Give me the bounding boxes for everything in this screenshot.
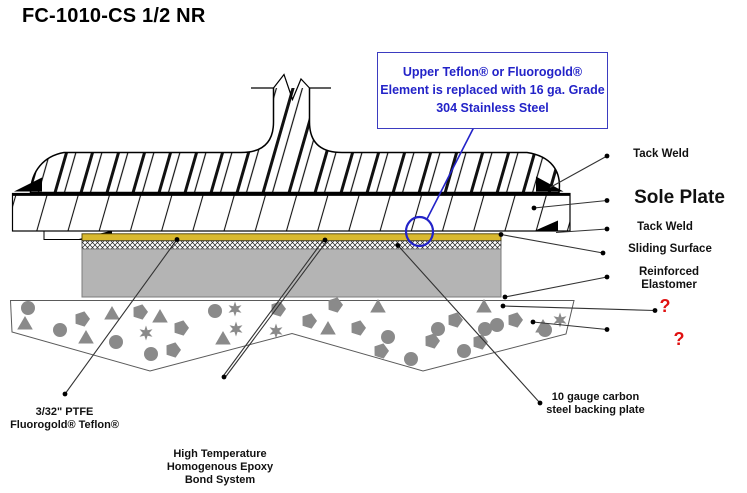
- question-mark-top: ?: [659, 296, 671, 316]
- aggregate-shape: [174, 320, 189, 336]
- aggregate-shape: [53, 323, 67, 337]
- callout-circle: [404, 215, 435, 248]
- label-reinforced: Reinforced: [638, 266, 700, 278]
- aggregate-shape: [351, 320, 366, 336]
- aggregate-shape: [133, 304, 148, 320]
- leader-lines: [64, 155, 656, 404]
- label-backing-plate-line1: 10 gauge carbon: [551, 391, 640, 403]
- label-backing-plate-line2: steel backing plate: [546, 404, 645, 416]
- pipe-break-symbol: [251, 73, 331, 102]
- label-epoxy-line1: High Temperature: [173, 448, 267, 460]
- aggregate-shape: [328, 297, 343, 313]
- aggregate-shape: [152, 309, 168, 323]
- aggregate-shape: [508, 312, 523, 328]
- aggregate-shape: [457, 344, 471, 358]
- aggregate-shape: [320, 321, 336, 335]
- aggregate-shape: [215, 331, 231, 345]
- callout-leader-line: [426, 126, 475, 220]
- label-epoxy: High Temperature Homogenous Epoxy Bond S…: [155, 448, 285, 487]
- aggregate-shape: [490, 318, 504, 332]
- aggregate-shape: [425, 333, 440, 349]
- aggregate-shapes: [17, 297, 567, 366]
- aggregate-shape: [208, 304, 222, 318]
- aggregate-shape: [78, 330, 94, 344]
- sole-plate-shape: [11, 192, 571, 232]
- aggregate-shape: [473, 334, 488, 350]
- aggregate-shape: [478, 322, 492, 336]
- aggregate-shape: [374, 343, 389, 359]
- backing-plate-layer: [81, 240, 502, 250]
- aggregate-shape: [404, 352, 418, 366]
- sole-plate-left-step: [43, 231, 82, 240]
- label-sliding-surface: Sliding Surface: [628, 243, 712, 255]
- tack-weld-upper-left: [14, 177, 42, 192]
- aggregate-shape: [381, 330, 395, 344]
- label-ptfe: 3/32" PTFE Fluorogold® Teflon®: [2, 406, 127, 432]
- aggregate-shape: [109, 335, 123, 349]
- label-elastomer: Elastomer: [641, 279, 697, 291]
- label-tack-weld-bottom: Tack Weld: [637, 221, 693, 233]
- label-epoxy-line2: Homogenous Epoxy: [166, 461, 274, 473]
- callout-line-3: Grade 304 Stainless Steel: [436, 83, 605, 115]
- question-mark-bottom: ?: [673, 329, 685, 349]
- ptfe-sliding-layer: [81, 233, 502, 242]
- callout-line-2: Element is replaced with 16 ga.: [380, 83, 566, 97]
- top-plate-shape: [29, 88, 561, 194]
- aggregate-shape: [431, 322, 445, 336]
- label-tack-weld-top: Tack Weld: [633, 148, 689, 160]
- aggregate-shape: [104, 306, 120, 320]
- label-ptfe-line1: 3/32" PTFE: [35, 406, 94, 418]
- aggregate-shape: [370, 299, 386, 313]
- tack-weld-upper-right: [536, 176, 564, 192]
- aggregate-shape: [75, 311, 90, 327]
- label-epoxy-line3: Bond System: [184, 474, 256, 486]
- leader-dots: [62, 153, 658, 406]
- callout-box: Upper Teflon® or Fluorogold® Element is …: [377, 52, 608, 129]
- aggregate-shape: [144, 347, 158, 361]
- aggregate-shape: [228, 301, 242, 317]
- aggregate-shape: [229, 321, 243, 337]
- aggregate-shape: [553, 312, 567, 328]
- aggregate-shape: [476, 299, 492, 313]
- tack-weld-lower-right: [533, 220, 558, 232]
- label-backing-plate: 10 gauge carbon steel backing plate: [533, 391, 658, 417]
- aggregate-shape: [21, 301, 35, 315]
- label-sole-plate: Sole Plate: [634, 187, 725, 208]
- aggregate-shape: [448, 312, 463, 328]
- page-title: FC-1010-CS 1/2 NR: [22, 5, 206, 27]
- label-ptfe-line2: Fluorogold® Teflon®: [10, 419, 119, 431]
- label-reinforced-elastomer: Reinforced Elastomer: [614, 266, 724, 292]
- aggregate-shape: [139, 325, 153, 341]
- aggregate-shape: [302, 313, 317, 329]
- callout-line-1: Upper Teflon® or Fluorogold®: [402, 65, 583, 79]
- aggregate-shape: [269, 323, 283, 339]
- aggregate-shape: [166, 342, 181, 358]
- aggregate-shape: [17, 316, 33, 330]
- aggregate-shape: [535, 319, 551, 333]
